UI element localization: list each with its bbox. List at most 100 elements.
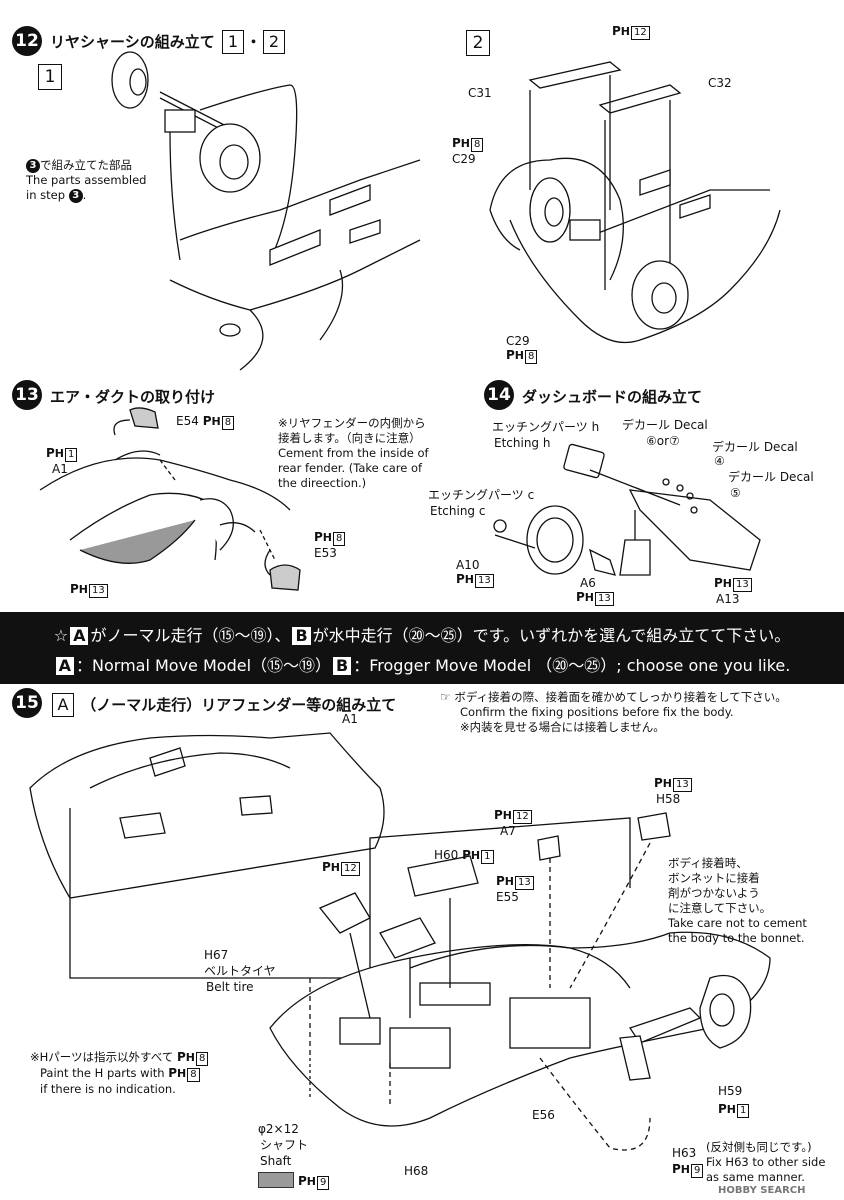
banner-a-badge: A (70, 627, 89, 645)
ph-number: 1 (65, 448, 78, 462)
label-e53: E53 (314, 546, 337, 560)
ph-mark: PH (654, 776, 673, 790)
ph-mark: PH (202, 414, 221, 428)
label-e55: E55 (496, 890, 519, 904)
step-12-panel-2-drawing (489, 61, 781, 344)
ph-mark: PH (298, 1174, 317, 1188)
step-15-title-text: （ノーマル走行）リアフェンダー等の組み立て (81, 696, 397, 714)
ph-mark: PH (714, 576, 733, 590)
step-14-drawing (493, 443, 761, 576)
step-15-title: A （ノーマル走行）リアフェンダー等の組み立て (50, 693, 396, 717)
banner-a-badge-en: A (55, 657, 75, 675)
bonnet-note: ボディ接着時、 ボンネットに接着 剤がつかないよう に注意して下さい。 Take… (668, 856, 807, 946)
step-12-ref-2: 2 (262, 30, 285, 54)
h60-text: H60 (434, 848, 459, 862)
ph-number: 13 (595, 592, 614, 606)
step-15-top-note: ☞ ボディ接着の際、接着面を確かめてしっかり接着をして下さい。 Confirm … (440, 690, 787, 735)
ph-mark: PH (496, 874, 515, 888)
step-12-ref-sep: ・ (245, 33, 261, 51)
step-12-title: リヤシャーシの組み立て 1・2 (50, 30, 287, 54)
bonnet-note-3: 剤がつかないよう (668, 886, 760, 900)
top-note-2: Confirm the fixing positions before fix … (460, 705, 734, 719)
ph-mark: PH (70, 582, 89, 596)
note-step-3-circle-en: 3 (68, 188, 83, 203)
label-h67: H67 (204, 948, 229, 962)
ph-number: 8 (187, 1068, 200, 1082)
banner-star: ☆ (53, 626, 69, 645)
paint-swatch-h9 (258, 1172, 294, 1188)
bonnet-note-5: Take care not to cement (668, 916, 807, 930)
ph-number: 8 (195, 1052, 209, 1066)
ph-number: 12 (341, 862, 360, 876)
banner-b-badge: B (292, 627, 311, 645)
h63-note-3: as same manner. (706, 1170, 805, 1184)
e54-text: E54 (176, 414, 199, 428)
hand-icon: ☞ (440, 690, 451, 704)
label-decal-4: ④ (714, 454, 725, 468)
step-13-note-1: ※リヤフェンダーの内側から (278, 416, 426, 430)
step-13-note-3: Cement from the inside of (278, 446, 429, 460)
ph-mark: PH (506, 348, 525, 362)
h63-note-2: Fix H63 to other side (706, 1155, 826, 1169)
ph-mark: PH (576, 590, 595, 604)
label-a10: A10 (456, 558, 480, 572)
label-belt-tire-ja: ベルトタイヤ (204, 964, 276, 978)
panel-2-label: 2 (466, 30, 490, 56)
step-13-drawing (39, 407, 301, 591)
banner-line1-a: がノーマル走行（⑮～⑲）、 (90, 626, 291, 645)
h-note-3: if there is no indication. (40, 1082, 176, 1096)
label-decal-5: ⑤ (730, 486, 741, 500)
ph-number: 9 (317, 1176, 330, 1190)
label-shaft-ja: シャフト (260, 1138, 309, 1152)
h-note-1: ※Hパーツは指示以外すべて (30, 1050, 174, 1064)
label-e56: E56 (532, 1108, 555, 1122)
step-14-title: ダッシュボードの組み立て (522, 388, 703, 406)
step-13-note: ※リヤフェンダーの内側から 接着します。（向きに注意） Cement from … (278, 416, 429, 491)
step-14-number: 14 (484, 380, 514, 410)
ph-number: 8 (525, 350, 538, 364)
ph-mark: PH (718, 1102, 737, 1116)
note-ja: で組み立てた部品 (40, 158, 132, 172)
banner-line2-a: ：Normal Move Model（⑮～⑲） (76, 656, 332, 675)
ph-number: 1 (737, 1104, 750, 1118)
ph-mark: PH (168, 1066, 187, 1080)
label-belt-tire-en: Belt tire (206, 980, 254, 994)
ph-number: 1 (481, 850, 494, 864)
label-a7: A7 (500, 824, 516, 838)
label-etching-c-ja: エッチングパーツ c (428, 488, 535, 502)
step-12-panel-1-drawing (111, 51, 421, 371)
ph-number: 12 (513, 810, 532, 824)
label-c32: C32 (708, 76, 732, 90)
step-15-drawing (29, 732, 771, 1151)
ph-mark: PH (494, 808, 513, 822)
note-step-3-circle: 3 (26, 158, 40, 173)
label-h68: H68 (404, 1164, 429, 1178)
step-12-ref-1: 1 (221, 30, 244, 54)
watermark: HOBBY SEARCH (718, 1185, 806, 1196)
h63-note-1: (反対側も同じです。) (706, 1140, 812, 1154)
ph-mark: PH (462, 848, 481, 862)
ph-number: 13 (733, 578, 752, 592)
step-13-number: 13 (12, 380, 42, 410)
ph-mark: PH (456, 572, 475, 586)
label-a13: A13 (716, 592, 740, 606)
top-note-1: ボディ接着の際、接着面を確かめてしっかり接着をして下さい。 (454, 690, 787, 704)
ph-mark: PH (612, 24, 631, 38)
ph-mark: PH (322, 860, 341, 874)
ph-number: 13 (89, 584, 108, 598)
bonnet-note-2: ボンネットに接着 (668, 871, 760, 885)
